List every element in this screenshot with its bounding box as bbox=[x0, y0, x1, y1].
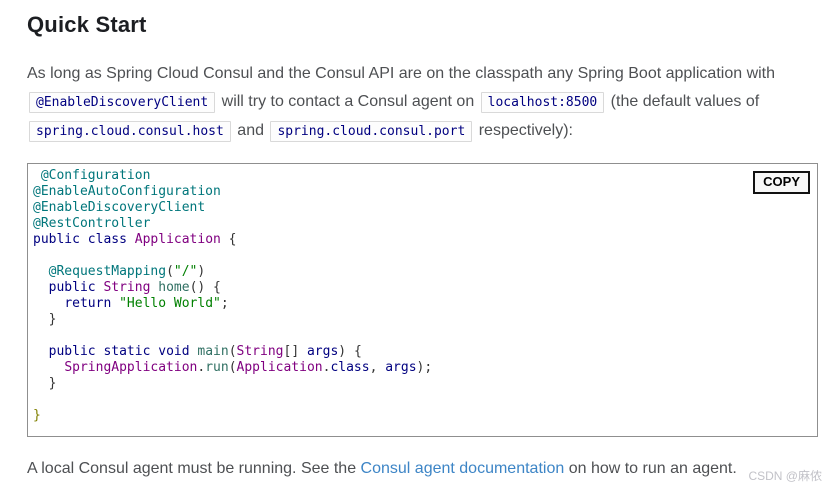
intro-paragraph: As long as Spring Cloud Consul and the C… bbox=[27, 60, 818, 146]
outro-text-1: A local Consul agent must be running. Se… bbox=[27, 460, 361, 477]
code-line: @EnableDiscoveryClient bbox=[33, 200, 206, 215]
outro-paragraph: A local Consul agent must be running. Se… bbox=[27, 455, 818, 483]
code-line: public static void main(String[] args) { bbox=[48, 344, 362, 359]
intro-text-4: and bbox=[232, 122, 269, 139]
code-line: } bbox=[33, 312, 57, 327]
consul-agent-documentation-link[interactable]: Consul agent documentation bbox=[360, 460, 565, 477]
outro-text-2: on how to run an agent. bbox=[564, 460, 737, 477]
watermark: CSDN @麻侬 bbox=[748, 469, 822, 483]
code-line bbox=[33, 392, 811, 408]
inline-code-enable-discovery-client: @EnableDiscoveryClient bbox=[29, 92, 216, 113]
code-line bbox=[33, 328, 811, 344]
code-line: return "Hello World"; bbox=[64, 296, 229, 311]
page-title: Quick Start bbox=[27, 12, 147, 37]
code-line: public class Application { bbox=[33, 232, 237, 247]
inline-code-consul-host: spring.cloud.consul.host bbox=[29, 121, 231, 142]
code-line: @Configuration bbox=[40, 168, 151, 183]
code-line bbox=[33, 248, 811, 264]
code-line: @EnableAutoConfiguration bbox=[33, 184, 221, 199]
intro-text-3: (the default values of bbox=[606, 93, 760, 110]
code-line: @RestController bbox=[33, 216, 151, 231]
inline-code-consul-port: spring.cloud.consul.port bbox=[270, 121, 473, 142]
code-line: public String home() { bbox=[48, 280, 221, 295]
code-line: @RequestMapping("/") bbox=[48, 264, 206, 279]
inline-code-localhost: localhost:8500 bbox=[480, 92, 605, 113]
code-line: SpringApplication.run(Application.class,… bbox=[64, 360, 433, 375]
intro-text-2: will try to contact a Consul agent on bbox=[217, 93, 479, 110]
intro-text-5: respectively): bbox=[474, 122, 573, 139]
code-line: } bbox=[33, 376, 57, 391]
code-content: @Configuration@EnableAutoConfiguration@E… bbox=[33, 168, 811, 424]
copy-button[interactable]: COPY bbox=[753, 171, 810, 195]
code-block: COPY @Configuration@EnableAutoConfigurat… bbox=[27, 163, 818, 437]
intro-text-1: As long as Spring Cloud Consul and the C… bbox=[27, 65, 776, 82]
code-line: } bbox=[33, 408, 41, 423]
